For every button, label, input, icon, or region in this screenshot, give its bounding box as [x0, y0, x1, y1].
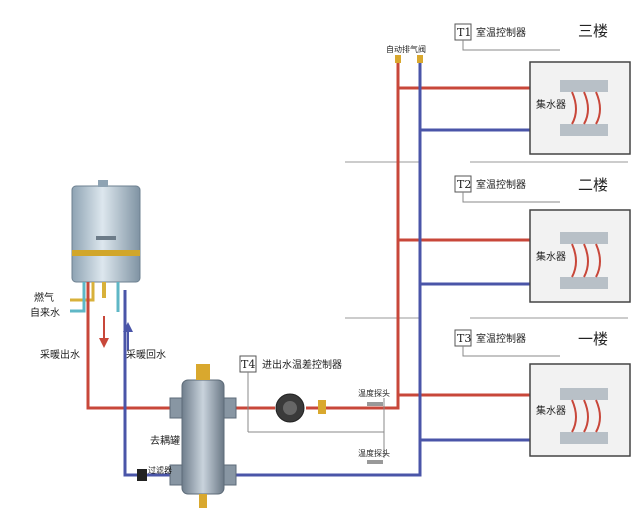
floor-separators: [345, 161, 628, 319]
temp-probes: [367, 402, 383, 464]
manifold-box-third: [529, 61, 631, 155]
t4-label: 进出水温差控制器: [262, 358, 342, 371]
return-pipe: [123, 60, 530, 477]
room-controller-tags: [454, 23, 560, 357]
manifold-third-label: 集水器: [536, 98, 566, 111]
t1-label: 室温控制器: [476, 26, 526, 39]
circulation-pump: [275, 393, 326, 423]
t3-tag: T3: [457, 332, 471, 345]
t4-controller: [239, 355, 385, 458]
t4-tag: T4: [241, 358, 255, 371]
manifold-box-first: [529, 363, 631, 457]
heating-outlet-label: 采暖出水: [40, 348, 80, 361]
auto-vent-valve-label: 自动排气阀: [386, 44, 426, 54]
t3-label: 室温控制器: [476, 332, 526, 345]
floor-third-label: 三楼: [578, 22, 608, 40]
tap-water-label: 自来水: [30, 306, 60, 319]
gas-label: 燃气: [34, 291, 54, 304]
t2-tag: T2: [457, 178, 471, 191]
floor-first-label: 一楼: [578, 330, 608, 348]
manifold-second-label: 集水器: [536, 250, 566, 263]
decoupling-tank: [169, 364, 237, 508]
t1-tag: T1: [457, 26, 471, 39]
floor-second-label: 二楼: [578, 176, 608, 194]
t2-label: 室温控制器: [476, 178, 526, 191]
temp-probe-upper-label: 温度探头: [358, 388, 390, 398]
flow-arrows: [99, 316, 133, 350]
wall-boiler: [71, 180, 141, 283]
temp-probe-lower-label: 温度探头: [358, 448, 390, 458]
filter-label: 过滤器: [148, 465, 172, 475]
auto-vent-valves: [395, 55, 423, 63]
decoupling-tank-label: 去耦罐: [150, 434, 180, 447]
manifold-first-label: 集水器: [536, 404, 566, 417]
heating-return-label: 采暖回水: [126, 348, 166, 361]
manifold-box-second: [529, 209, 631, 303]
filter-symbol: [137, 469, 147, 481]
boiler-connections: [70, 282, 120, 313]
